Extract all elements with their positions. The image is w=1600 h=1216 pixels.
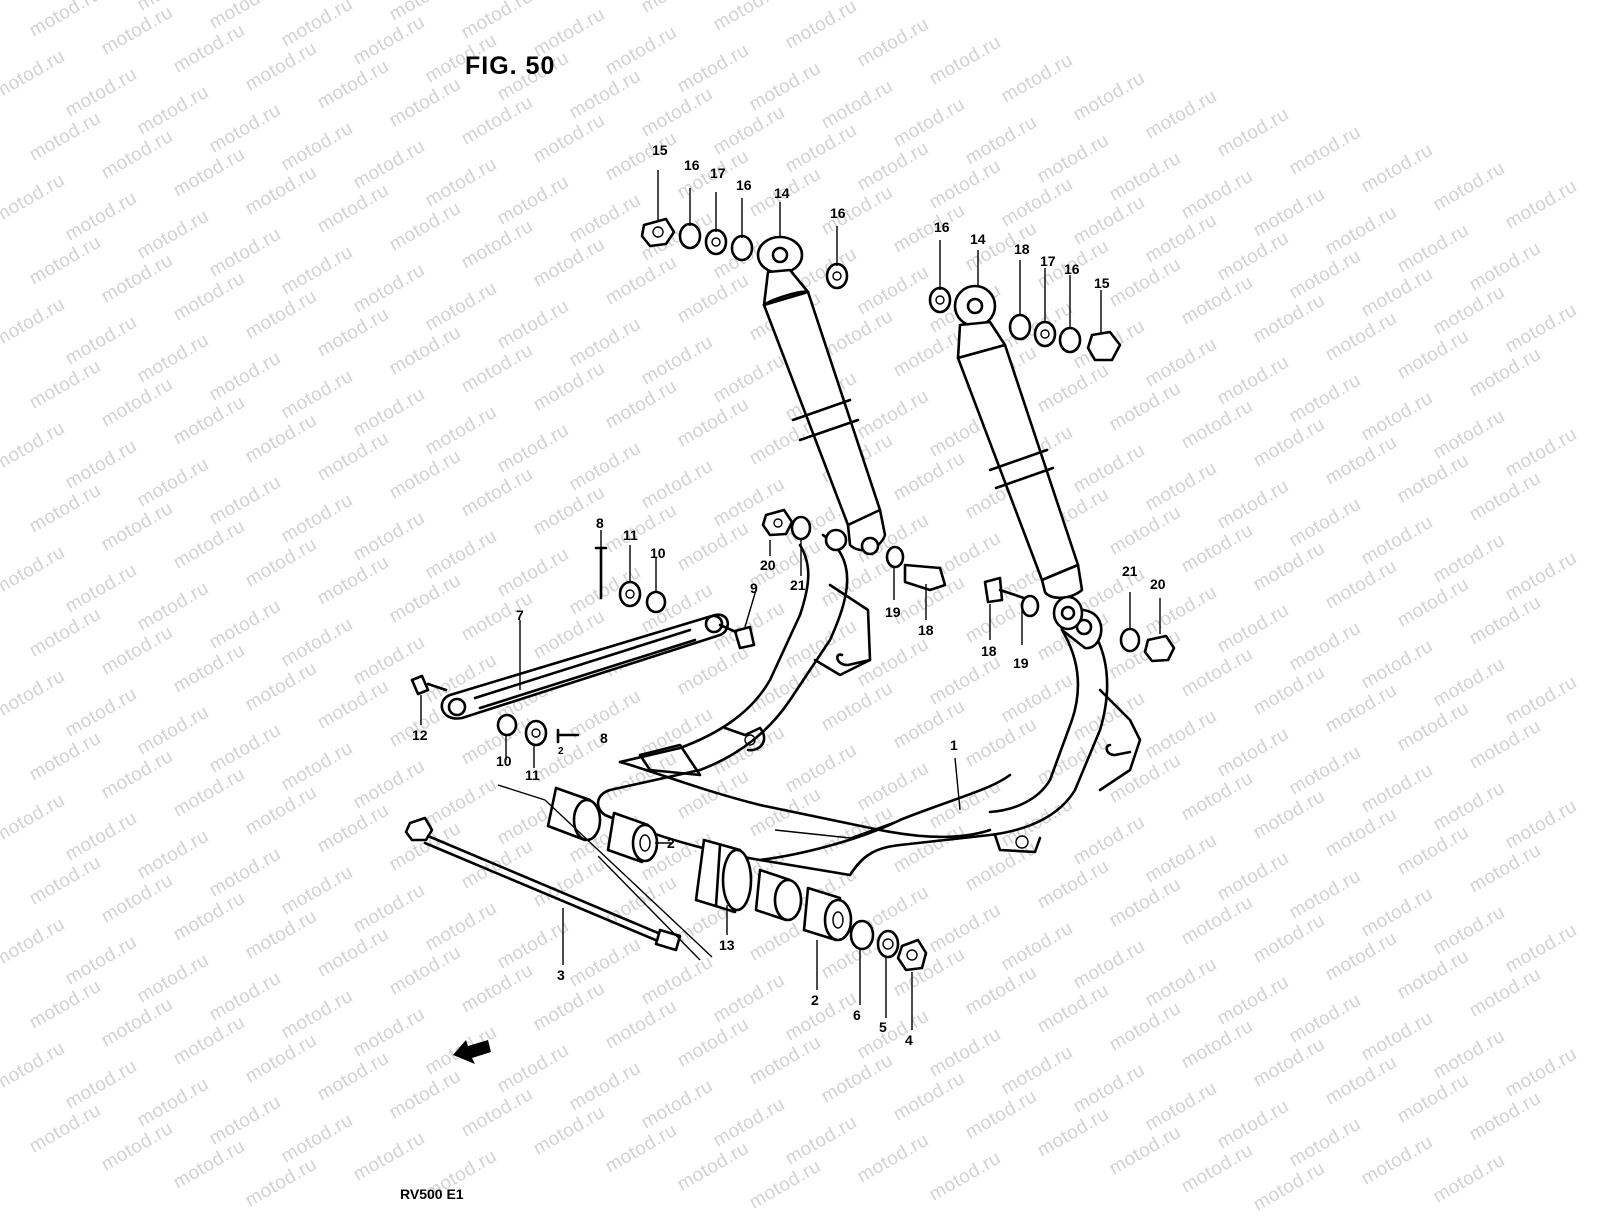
part-label: 13: [719, 937, 735, 953]
figure-title: FIG. 50: [465, 52, 556, 80]
left-top-hardware: [640, 217, 849, 290]
part-label: 14: [774, 185, 790, 201]
leader-lines: [420, 170, 1161, 1030]
part-label: 15: [652, 142, 668, 158]
model-code: RV500 E1: [400, 1186, 464, 1202]
part-label: 14: [970, 231, 986, 247]
part-label: 16: [736, 177, 752, 193]
part-label: 18: [1014, 241, 1030, 257]
part-label: 19: [1013, 655, 1029, 671]
part-label: 21: [790, 577, 806, 593]
part-label: 18: [918, 622, 934, 638]
part-label: 10: [650, 545, 666, 561]
part-label: 1: [950, 737, 958, 753]
torque-link: [410, 546, 756, 747]
part-label: 20: [1150, 576, 1166, 592]
right-top-hardware: [928, 286, 1122, 362]
part-label: 16: [1064, 261, 1080, 277]
part-label: 7: [516, 607, 524, 623]
part-label: 2: [558, 746, 564, 757]
part-label: 16: [934, 219, 950, 235]
part-label: 17: [710, 165, 726, 181]
part-label: 2: [811, 992, 819, 1008]
part-label: 4: [905, 1032, 913, 1048]
shock-absorber-right: [953, 284, 1084, 631]
part-label: 10: [496, 753, 512, 769]
part-label: 8: [596, 515, 604, 531]
part-label: 16: [684, 157, 700, 173]
part-label: 17: [1040, 253, 1056, 269]
part-label: 3: [557, 967, 565, 983]
front-direction-arrow-icon: [453, 1040, 491, 1064]
part-label: 6: [853, 1007, 861, 1023]
part-label: 11: [623, 527, 638, 543]
part-label: 8: [600, 730, 608, 746]
part-label: 9: [750, 580, 758, 596]
part-label: 2: [667, 835, 675, 851]
part-label: 18: [981, 643, 997, 659]
part-label: 5: [879, 1019, 887, 1035]
part-label: 12: [412, 727, 428, 743]
part-label: 16: [830, 205, 846, 221]
part-label: 19: [885, 604, 901, 620]
part-label: 20: [760, 557, 776, 573]
shock-absorber-left: [756, 235, 887, 556]
part-label: 15: [1094, 275, 1110, 291]
part-label: 21: [1122, 563, 1138, 579]
part-labels: 15 16 17 16 14 16 16 14 18 17 16 15 8 11…: [412, 142, 1166, 1048]
pivot-shaft-and-bushings: [404, 784, 928, 972]
lower-shock-hardware: [761, 508, 1176, 663]
part-label: 11: [525, 767, 540, 783]
